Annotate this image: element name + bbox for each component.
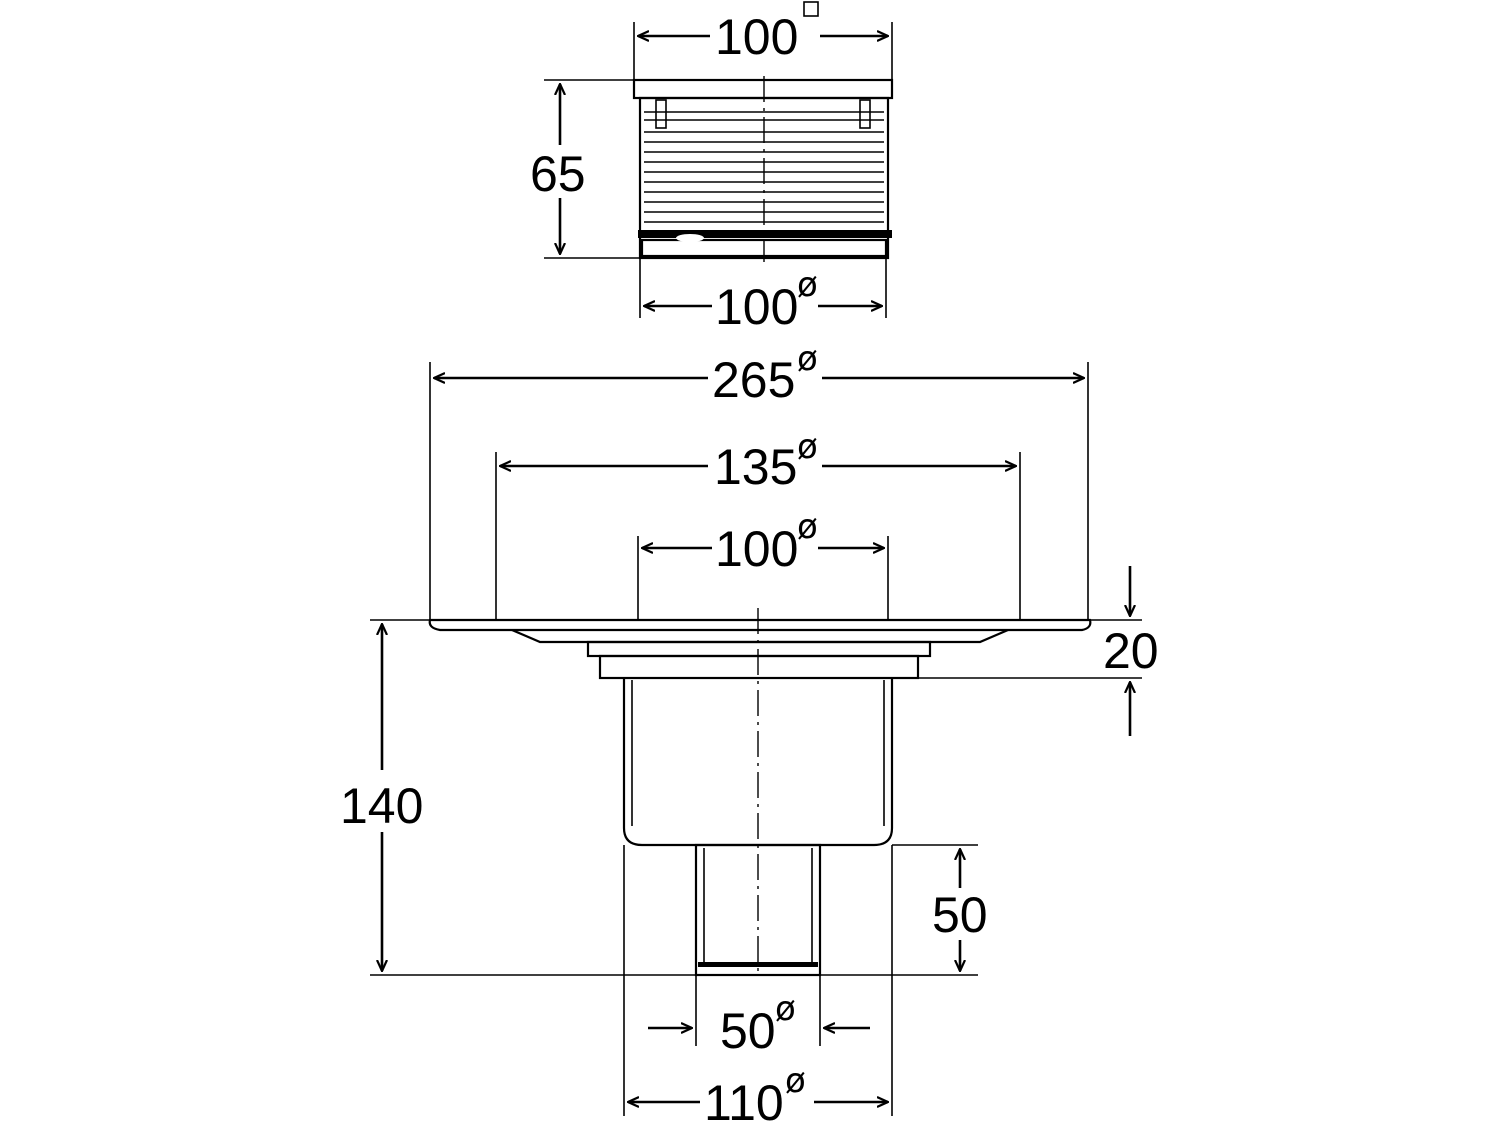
diameter-symbol: ø [797, 427, 818, 467]
grating-insert [632, 76, 894, 262]
dim-body-dia: 110 ø [623, 845, 893, 1125]
diameter-symbol: ø [785, 1061, 806, 1101]
diameter-symbol: ø [775, 989, 796, 1029]
diameter-symbol: ø [797, 507, 818, 547]
label-outlet-length: 50 [932, 887, 988, 943]
dim-total-height: 140 [340, 619, 978, 976]
label-flange-dia: 265 [712, 352, 795, 408]
dim-outlet-length: 50 [892, 844, 988, 971]
label-inner-dia: 100 [715, 521, 798, 577]
label-outlet-dia: 50 [720, 1003, 776, 1059]
dim-top-height: 65 [530, 79, 640, 259]
label-top-bottom-dia: 100 [715, 279, 798, 335]
dim-inner-dia: 100 ø [637, 507, 889, 620]
diameter-symbol: ø [797, 265, 818, 305]
dim-top-bottom-dia: 100 ø [639, 258, 887, 335]
dim-mid-dia: 135 ø [495, 427, 1021, 620]
label-total-height: 140 [340, 778, 423, 834]
dim-outlet-dia: 50 ø [648, 975, 870, 1059]
drain-body [428, 608, 1092, 977]
label-flange-thickness: 20 [1103, 623, 1159, 679]
dim-top-width: 100 [633, 1, 893, 80]
label-mid-dia: 135 [714, 439, 797, 495]
diameter-symbol: ø [797, 339, 818, 379]
dim-flange-thickness: 20 [918, 566, 1159, 736]
dim-flange-dia: 265 ø [429, 339, 1089, 620]
label-top-width: 100 [715, 9, 798, 65]
label-top-height: 65 [530, 146, 586, 202]
label-body-dia: 110 [704, 1075, 784, 1125]
